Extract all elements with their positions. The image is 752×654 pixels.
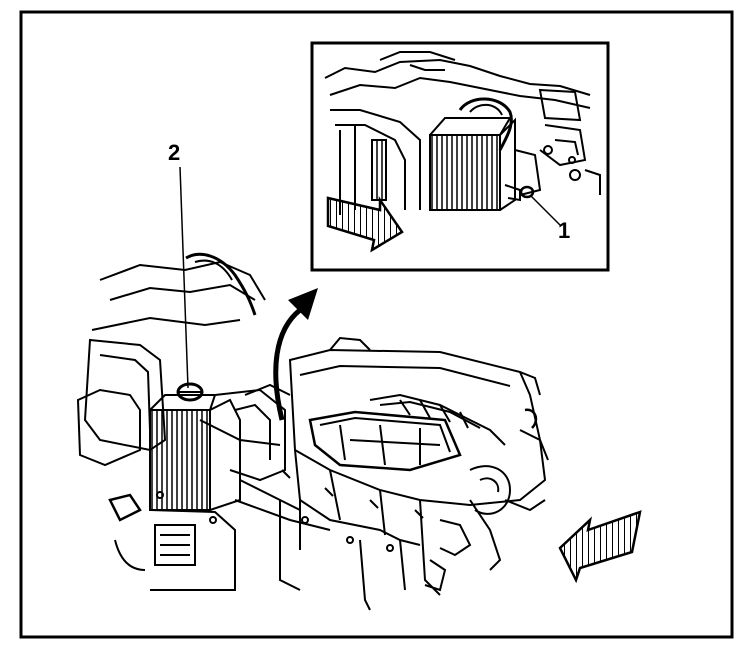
inset-detail-view: 1 (310, 41, 610, 272)
callout-label-1: 1 (558, 218, 570, 243)
main-assembly-illustration (76, 252, 549, 611)
callout-1-leader (530, 195, 561, 226)
callout-2-leader (179, 166, 189, 389)
main-direction-arrow-icon (558, 510, 642, 584)
outer-frame (19, 10, 734, 639)
inset-direction-arrow-icon (326, 195, 404, 253)
callout-label-2: 2 (168, 140, 180, 165)
